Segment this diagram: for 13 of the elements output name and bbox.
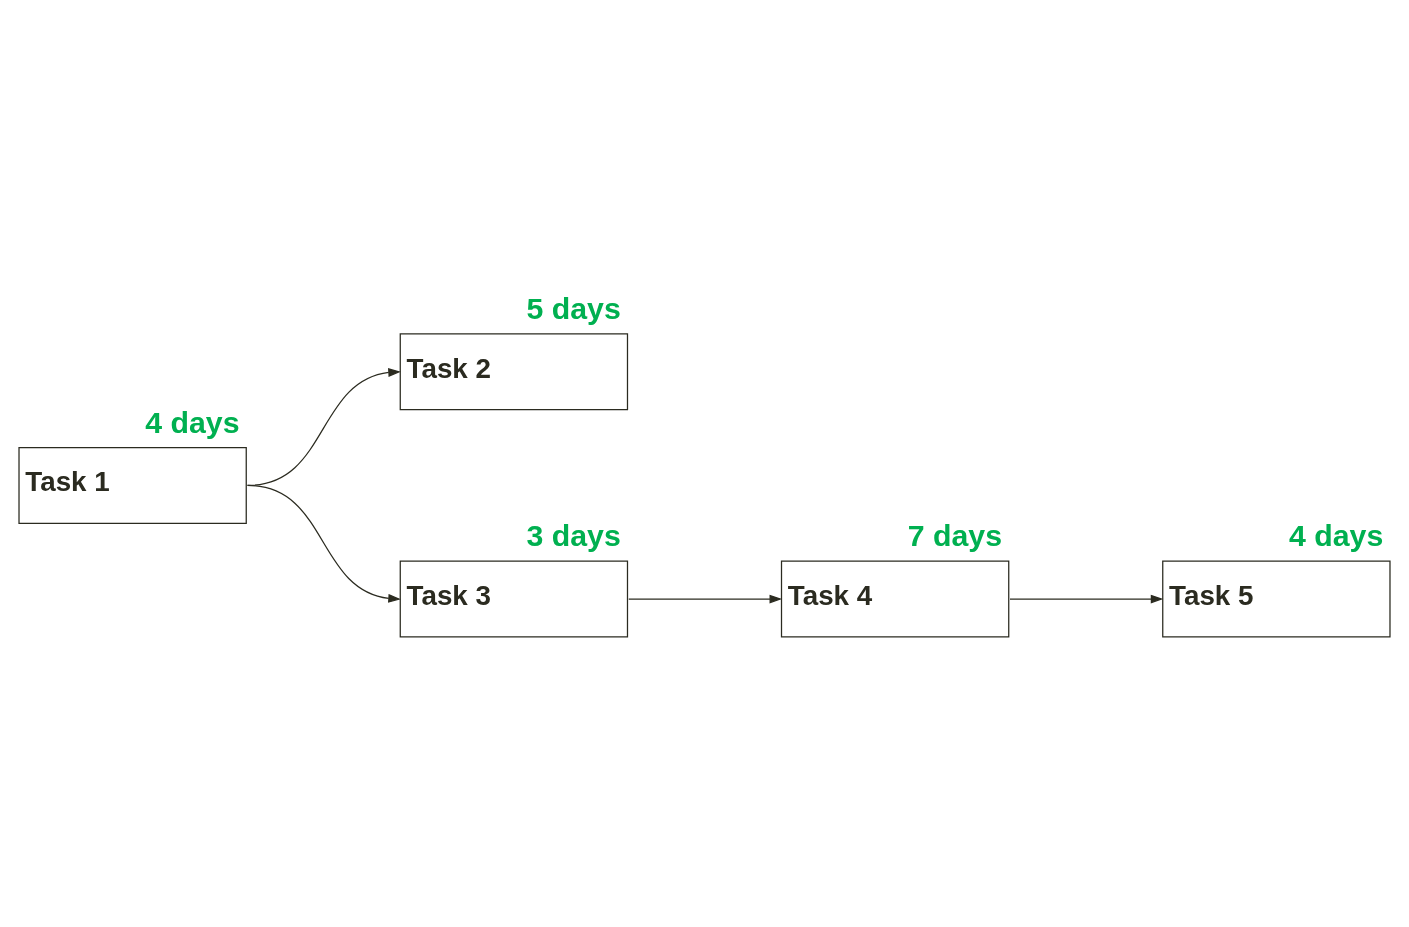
node-box: Task 4 <box>780 560 1010 638</box>
node-box: Task 2 <box>399 332 629 410</box>
arrow <box>246 484 401 603</box>
node-label: 5 days <box>526 291 621 325</box>
arrow <box>1009 594 1164 603</box>
node-label: 4 days <box>1289 518 1384 552</box>
node-box: Task 5 <box>1162 560 1391 638</box>
node-label: 4 days <box>145 405 240 439</box>
node-box: Task 3 <box>399 560 629 638</box>
node-label: 7 days <box>907 518 1003 552</box>
arrow <box>628 594 783 603</box>
node-label: 3 days <box>526 518 621 552</box>
node-box: Task 1 <box>18 446 247 524</box>
